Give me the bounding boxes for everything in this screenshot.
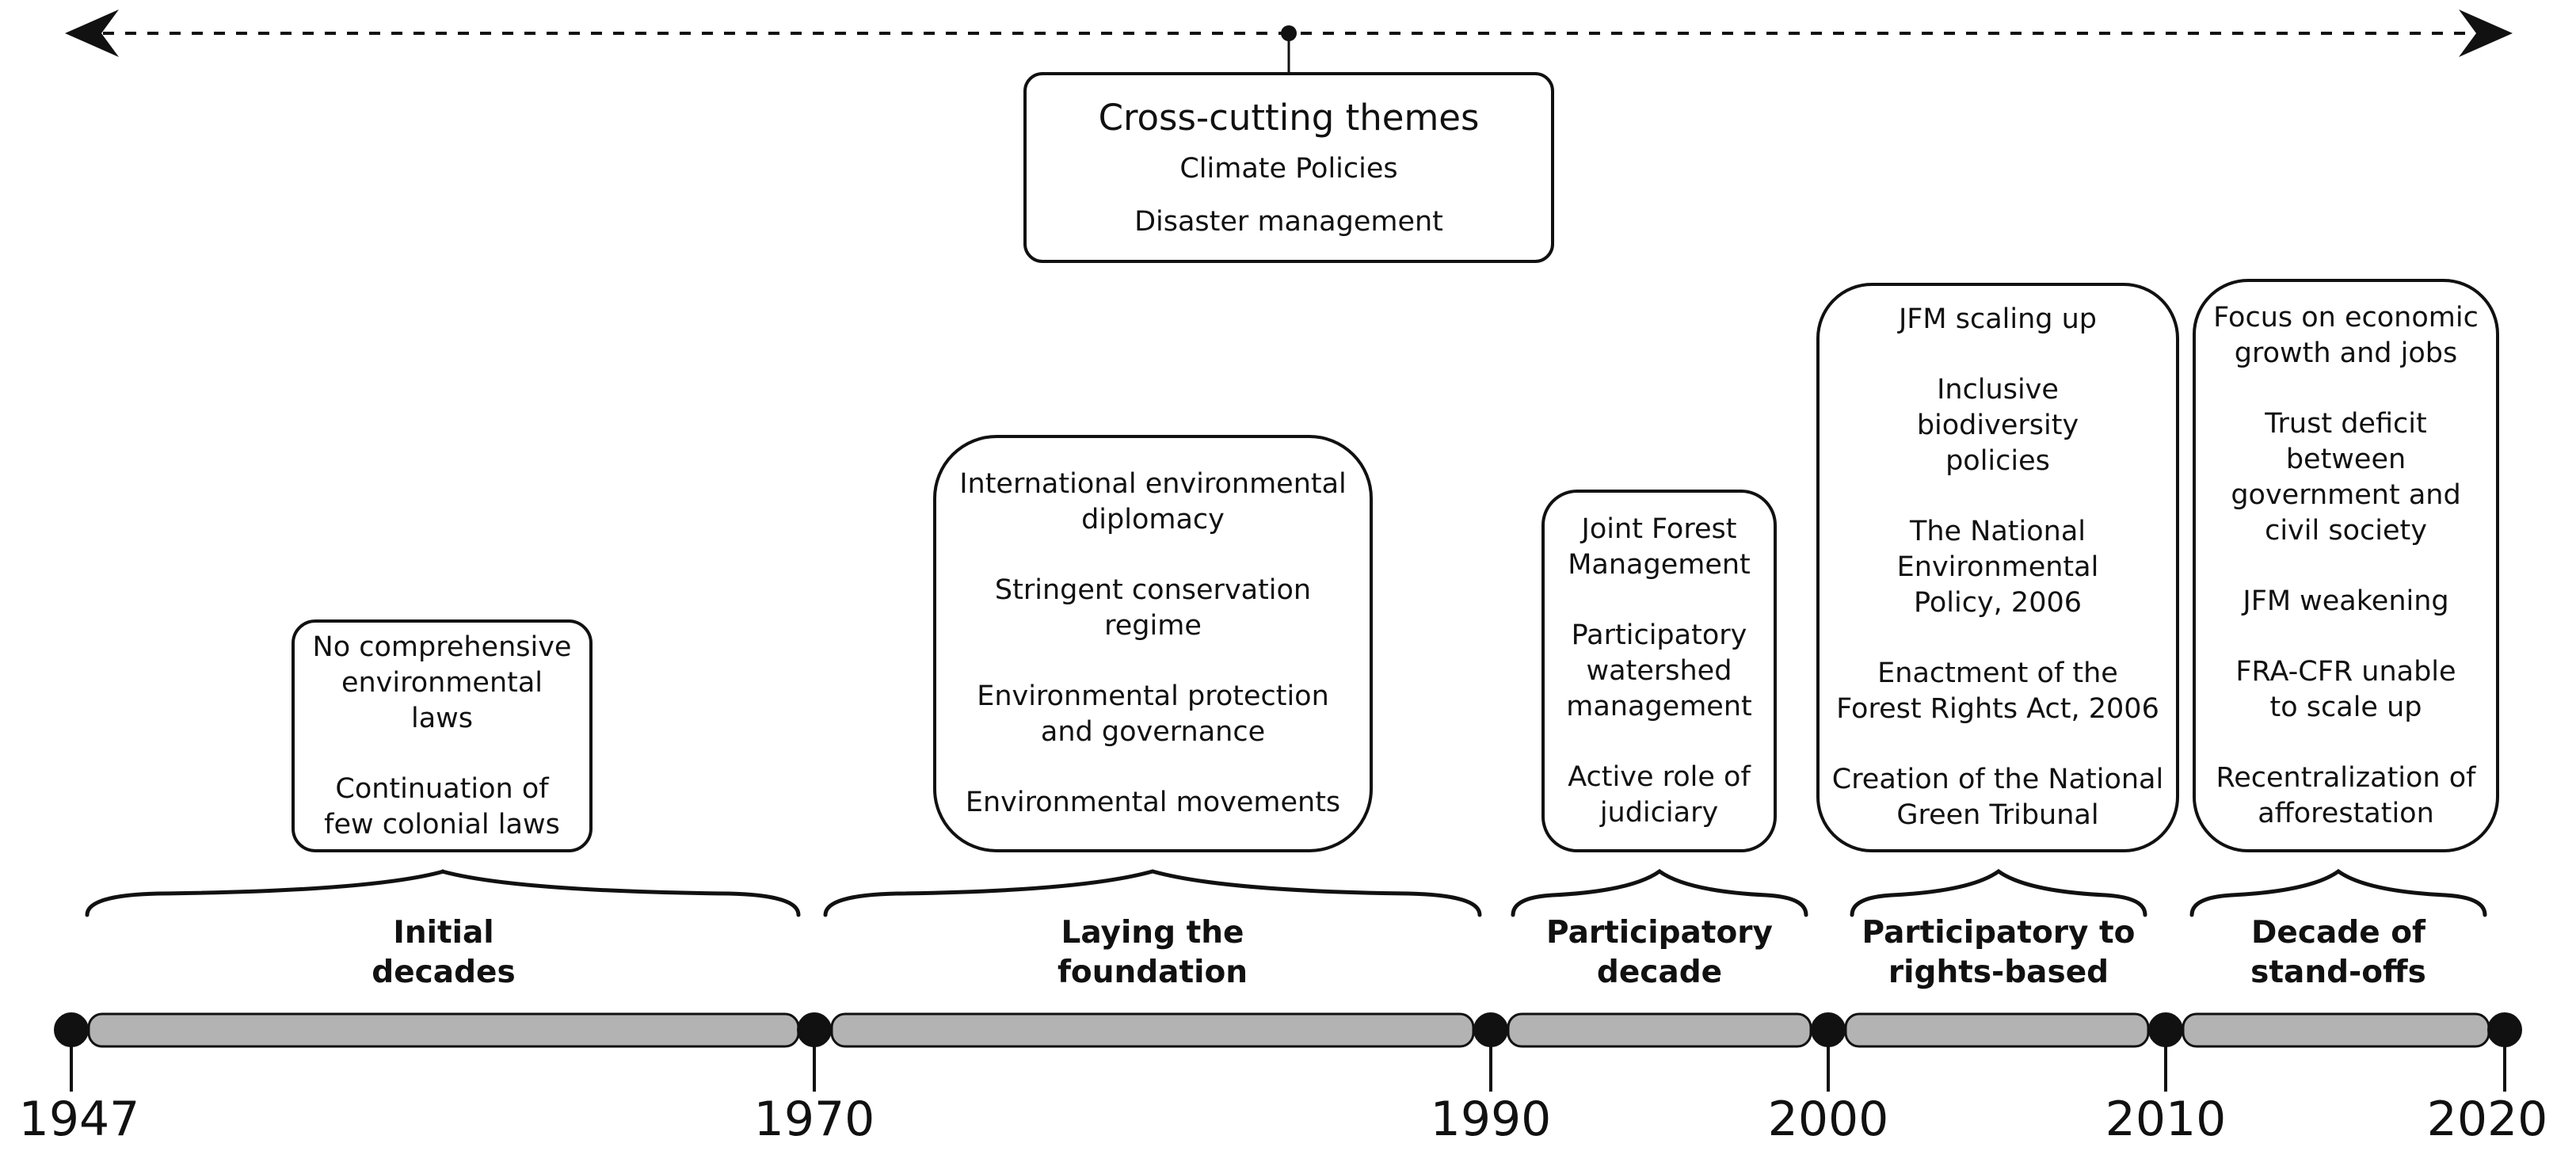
marker-1990 — [1473, 1012, 1508, 1047]
period-item: JFM weakening — [2243, 585, 2449, 617]
period-label-line: Initial — [393, 915, 494, 951]
cross-cutting-title: Cross-cutting themes — [1098, 96, 1480, 139]
period-label-decade-of-stand-offs: Decade of stand-offs — [2204, 913, 2473, 993]
period-label-line: Participatory — [1546, 915, 1773, 951]
cross-cutting-themes-box: Cross-cutting themes Climate Policies Di… — [1023, 72, 1554, 263]
theme-item: Climate Policies — [1179, 152, 1398, 185]
year-label: 1970 — [753, 1092, 875, 1147]
period-item: Active role of judiciary — [1568, 760, 1751, 829]
brace-laying-the-foundation — [823, 869, 1482, 917]
period-label-line: rights-based — [1888, 955, 2109, 990]
brace-initial-decades — [85, 869, 801, 917]
period-label-participatory-to-rights-based: Participatory to rights-based — [1832, 913, 2165, 993]
period-bar-2000-2010 — [1844, 1012, 2150, 1048]
marker-2020 — [2487, 1012, 2522, 1047]
year-label: 2010 — [2105, 1092, 2227, 1147]
period-item: Continuation of few colonial laws — [324, 772, 560, 840]
period-item: Trust deficit between government and civ… — [2231, 407, 2461, 547]
year-label: 1947 — [18, 1092, 140, 1147]
period-label-line: Laying the — [1061, 915, 1244, 951]
period-item: The National Environmental Policy, 2006 — [1896, 516, 2099, 619]
period-item: Enactment of the Forest Rights Act, 2006 — [1836, 657, 2159, 725]
brace-participatory-to-rights — [1850, 868, 2147, 917]
period-label-line: Decade of — [2251, 915, 2425, 951]
period-item: Inclusive biodiversity policies — [1916, 374, 2079, 477]
period-label-line: Participatory to — [1862, 915, 2136, 951]
marker-2000 — [1811, 1012, 1846, 1047]
period-bar-2010-2020 — [2182, 1012, 2490, 1048]
year-label: 1990 — [1430, 1092, 1552, 1147]
period-label-line: stand-offs — [2250, 955, 2426, 990]
period-box-laying-the-foundation: International environmental diplomacy St… — [933, 435, 1373, 852]
marker-1970 — [797, 1012, 832, 1047]
period-item: Joint Forest Management — [1568, 513, 1751, 581]
period-box-participatory-decade: Joint Forest Management Participatory wa… — [1541, 490, 1777, 852]
period-bar-1970-1990 — [830, 1012, 1475, 1048]
period-label-participatory-decade: Participatory decade — [1525, 913, 1794, 993]
period-item: Creation of the National Green Tribunal — [1831, 764, 2164, 831]
year-label: 2020 — [2426, 1092, 2548, 1147]
period-item: FRA-CFR unable to scale up — [2235, 655, 2456, 723]
period-label-line: foundation — [1057, 955, 1248, 990]
brace-decade-of-stand-offs — [2189, 868, 2487, 917]
period-item: Participatory watershed management — [1566, 619, 1752, 722]
period-box-initial-decades: No comprehensive environmental laws Cont… — [292, 619, 593, 852]
period-box-participatory-to-rights-based: JFM scaling up Inclusive biodiversity po… — [1816, 283, 2179, 852]
right-arrow-head-icon — [2459, 10, 2513, 57]
period-item: Stringent conservation regime — [994, 574, 1312, 642]
brace-participatory-decade — [1511, 868, 1808, 917]
period-item: No comprehensive environmental laws — [312, 631, 572, 734]
period-label-initial-decades: Initial decades — [325, 913, 562, 993]
period-label-line: decades — [372, 955, 516, 990]
period-label-line: decade — [1596, 955, 1723, 990]
period-item: Environmental movements — [965, 787, 1341, 818]
period-item: International environmental diplomacy — [959, 468, 1347, 535]
period-item: Recentralization of afforestation — [2216, 761, 2476, 829]
left-arrow-head-icon — [65, 10, 119, 57]
period-item: Focus on economic growth and jobs — [2213, 301, 2479, 369]
period-item: Environmental protection and governance — [977, 680, 1329, 748]
theme-item: Disaster management — [1134, 205, 1443, 238]
period-bar-1947-1970 — [87, 1012, 800, 1048]
period-bar-1990-2000 — [1507, 1012, 1812, 1048]
marker-2010 — [2148, 1012, 2183, 1047]
period-label-laying-the-foundation: Laying the foundation — [994, 913, 1311, 993]
year-label: 2000 — [1767, 1092, 1889, 1147]
period-item: JFM scaling up — [1898, 303, 2098, 335]
period-box-decade-of-stand-offs: Focus on economic growth and jobs Trust … — [2193, 279, 2499, 852]
marker-1947 — [54, 1012, 89, 1047]
